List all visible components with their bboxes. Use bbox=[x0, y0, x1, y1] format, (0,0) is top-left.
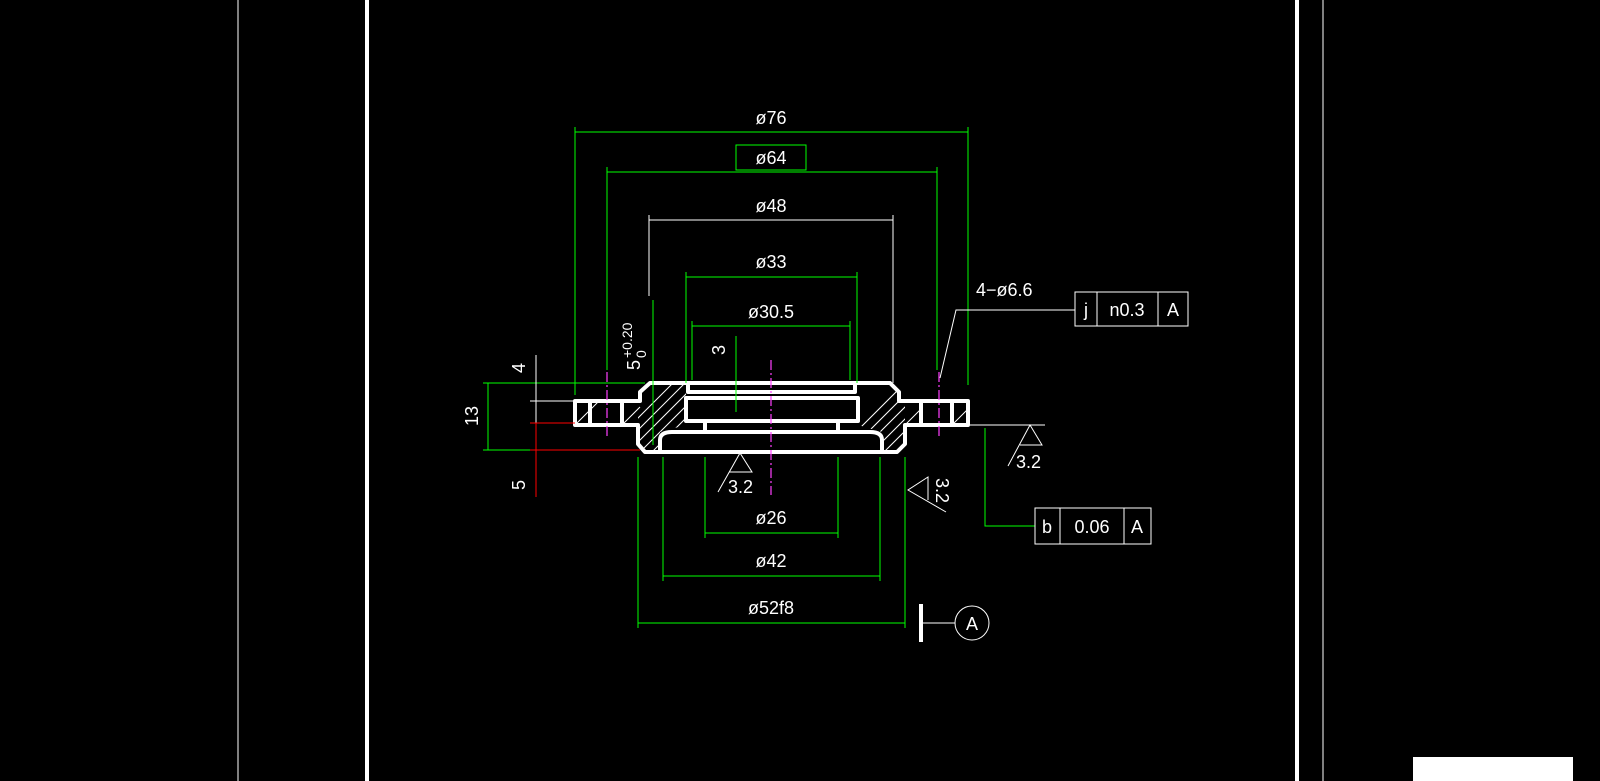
roughness-symbol-bottom: 3.2 bbox=[717, 452, 753, 497]
hole-leader bbox=[939, 309, 1075, 379]
dim-diameter-42: ø42 bbox=[755, 551, 786, 571]
dim-diameter-48: ø48 bbox=[755, 196, 786, 216]
svg-text:3.2: 3.2 bbox=[1016, 452, 1041, 472]
dim-diameter-64: ø64 bbox=[755, 148, 786, 168]
svg-text:A: A bbox=[1167, 300, 1179, 320]
dim-diameter-76: ø76 bbox=[755, 108, 786, 128]
svg-text:3.2: 3.2 bbox=[932, 478, 952, 503]
roughness-symbol-side: 3.2 bbox=[907, 476, 952, 513]
dim-diameter-30-5: ø30.5 bbox=[748, 302, 794, 322]
roughness-symbol-right: 3.2 bbox=[970, 423, 1045, 472]
fcf-position: j n0.3 A bbox=[1074, 291, 1189, 327]
svg-text:3.2: 3.2 bbox=[728, 477, 753, 497]
dim-diameter-33: ø33 bbox=[755, 252, 786, 272]
svg-text:+0.20: +0.20 bbox=[619, 322, 635, 358]
svg-text:n0.3: n0.3 bbox=[1109, 300, 1144, 320]
dim-height-4: 4 bbox=[509, 363, 529, 373]
svg-text:0: 0 bbox=[633, 350, 649, 358]
svg-text:A: A bbox=[1131, 517, 1143, 537]
svg-text:5: 5 bbox=[624, 360, 644, 370]
svg-text:A: A bbox=[966, 614, 978, 634]
hole-callout: 4−ø6.6 bbox=[976, 280, 1033, 300]
dimension-lines bbox=[483, 127, 969, 628]
fcf-runout: b 0.06 A bbox=[984, 428, 1152, 545]
datum-symbol-a: A bbox=[919, 604, 990, 642]
dim-height-13: 13 bbox=[462, 406, 482, 426]
svg-text:b: b bbox=[1042, 517, 1052, 537]
dim-tolerance-5: 5 +0.20 0 bbox=[619, 322, 649, 370]
dim-diameter-52f8: ø52f8 bbox=[748, 598, 794, 618]
svg-text:0.06: 0.06 bbox=[1074, 517, 1109, 537]
title-block-corner bbox=[1413, 757, 1573, 781]
svg-text:j: j bbox=[1083, 300, 1088, 320]
dim-depth-3: 3 bbox=[709, 345, 729, 355]
dim-diameter-26: ø26 bbox=[755, 508, 786, 528]
dim-height-5: 5 bbox=[509, 480, 529, 490]
